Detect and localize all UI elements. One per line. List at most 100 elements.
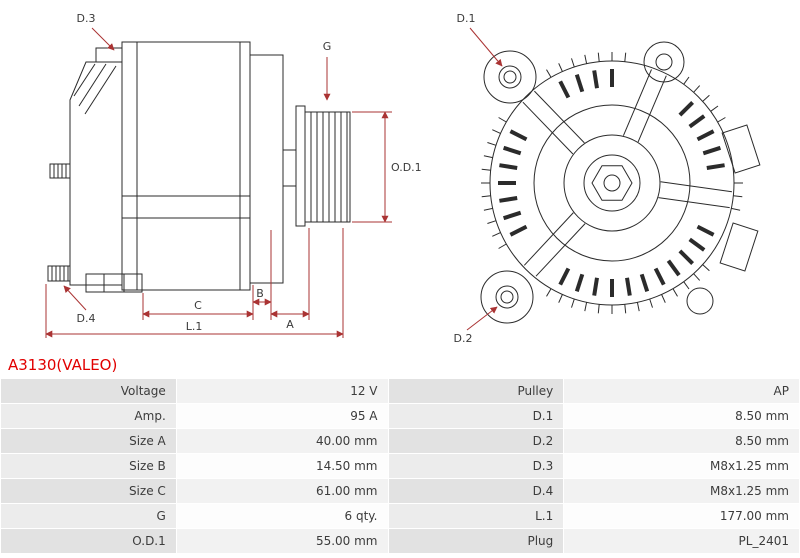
vent-slot: [499, 163, 518, 170]
vent-slot: [558, 80, 571, 99]
fin-line: [558, 63, 563, 72]
spoke-line: [660, 181, 732, 193]
label-c: C: [194, 299, 202, 312]
spec-value-cell: 12 V: [175, 378, 389, 404]
fin-line: [672, 288, 678, 297]
fin-line: [731, 207, 741, 211]
label-d3: D.3: [77, 12, 96, 25]
fin-line: [661, 294, 666, 303]
spec-row: Size C 61.00 mm D.4 M8x1.25 mm: [0, 478, 800, 504]
mounting-hole-d1: [498, 65, 522, 89]
right-lug-top: [721, 124, 761, 174]
spec-value-cell: M8x1.25 mm: [563, 478, 800, 504]
shaft-center: [603, 174, 621, 192]
spec-label-cell: G: [0, 503, 177, 529]
main-body: [121, 41, 251, 291]
spec-table: Voltage 12 V Pulley AP Amp. 95 A D.1 8.5…: [0, 378, 800, 554]
fin-line: [624, 304, 627, 314]
spec-value-cell: 8.50 mm: [563, 428, 800, 454]
dimension-labels: D.3 G O.D.1 D.4 C B A L.1 D.1 D.2: [77, 12, 476, 345]
spec-label-cell: Voltage: [0, 378, 177, 404]
spec-row: O.D.1 55.00 mm Plug PL_2401: [0, 528, 800, 554]
vent-slot: [592, 277, 599, 296]
spoke-line: [523, 212, 574, 266]
vent-slot: [678, 100, 695, 117]
fin-line: [702, 94, 710, 102]
vent-slot: [653, 267, 666, 286]
spec-label-cell: O.D.1: [0, 528, 177, 554]
label-d4: D.4: [77, 312, 96, 325]
vent-slot: [592, 70, 599, 89]
vent-slot: [696, 224, 715, 237]
fin-line: [546, 288, 552, 297]
fin-line: [702, 264, 710, 272]
fin-line: [584, 54, 588, 64]
cooling-fins: [481, 52, 743, 314]
leader-d4: [63, 285, 87, 311]
fin-line: [492, 232, 501, 237]
fin-line: [481, 168, 491, 171]
vent-slot: [688, 114, 706, 129]
vent-slot: [558, 267, 571, 286]
spoke-line: [522, 101, 574, 155]
spec-value-cell: 8.50 mm: [563, 403, 800, 429]
leader-d3: [91, 27, 115, 51]
fin-line: [498, 117, 507, 123]
mounting-ear-top: [483, 50, 537, 104]
shaft: [282, 149, 297, 187]
spec-value-cell: M8x1.25 mm: [563, 453, 800, 479]
terminal-stud: [49, 163, 71, 179]
vent-slot: [702, 145, 722, 156]
fin-line: [693, 273, 701, 281]
spec-value-cell: 55.00 mm: [175, 528, 389, 554]
fin-line: [597, 52, 600, 62]
spec-value-cell: 14.50 mm: [175, 453, 389, 479]
spec-label-cell: Plug: [387, 528, 565, 554]
pulley-grooves: [304, 111, 351, 223]
front-view: [480, 41, 761, 324]
spec-value-cell: 6 qty.: [175, 503, 389, 529]
top-tab: [95, 47, 123, 63]
pulley-circle: [563, 134, 661, 232]
spec-row: Size B 14.50 mm D.3 M8x1.25 mm: [0, 453, 800, 479]
vent-slot: [706, 163, 725, 170]
spec-label-cell: Size A: [0, 428, 177, 454]
label-od1: O.D.1: [391, 161, 422, 174]
fin-line: [492, 129, 501, 134]
fin-line: [649, 298, 653, 308]
spec-label-cell: D.1: [387, 403, 565, 429]
fin-line: [498, 243, 507, 249]
vent-slot: [639, 273, 650, 293]
dimension-lines: [45, 27, 503, 338]
inner-ring: [533, 104, 691, 262]
vent-slot: [574, 73, 585, 93]
fin-line: [636, 302, 640, 312]
spec-value-cell: PL_2401: [563, 528, 800, 554]
spec-label-cell: Amp.: [0, 403, 177, 429]
fin-line: [693, 85, 701, 93]
spoke-line: [637, 75, 667, 143]
fin-line: [487, 220, 497, 224]
fin-line: [571, 298, 575, 308]
spec-row: G 6 qty. L.1 177.00 mm: [0, 503, 800, 529]
spec-label-cell: L.1: [387, 503, 565, 529]
fin-line: [571, 58, 575, 68]
ear-top-right: [643, 41, 685, 83]
vent-slot: [499, 196, 518, 203]
hex-nut: [591, 165, 633, 201]
fin-line: [483, 155, 493, 159]
vent-slot: [666, 259, 681, 277]
fin-line: [733, 195, 743, 198]
label-d1: D.1: [457, 12, 476, 25]
front-bracket: [249, 54, 284, 284]
spoke-line: [622, 69, 652, 136]
fin-line: [481, 195, 491, 198]
label-b: B: [256, 287, 264, 300]
spec-row: Amp. 95 A D.1 8.50 mm: [0, 403, 800, 429]
spec-value-cell: 40.00 mm: [175, 428, 389, 454]
vent-slot: [574, 273, 585, 293]
spec-row: Size A 40.00 mm D.2 8.50 mm: [0, 428, 800, 454]
fin-line: [546, 69, 552, 78]
label-d2: D.2: [454, 332, 473, 345]
